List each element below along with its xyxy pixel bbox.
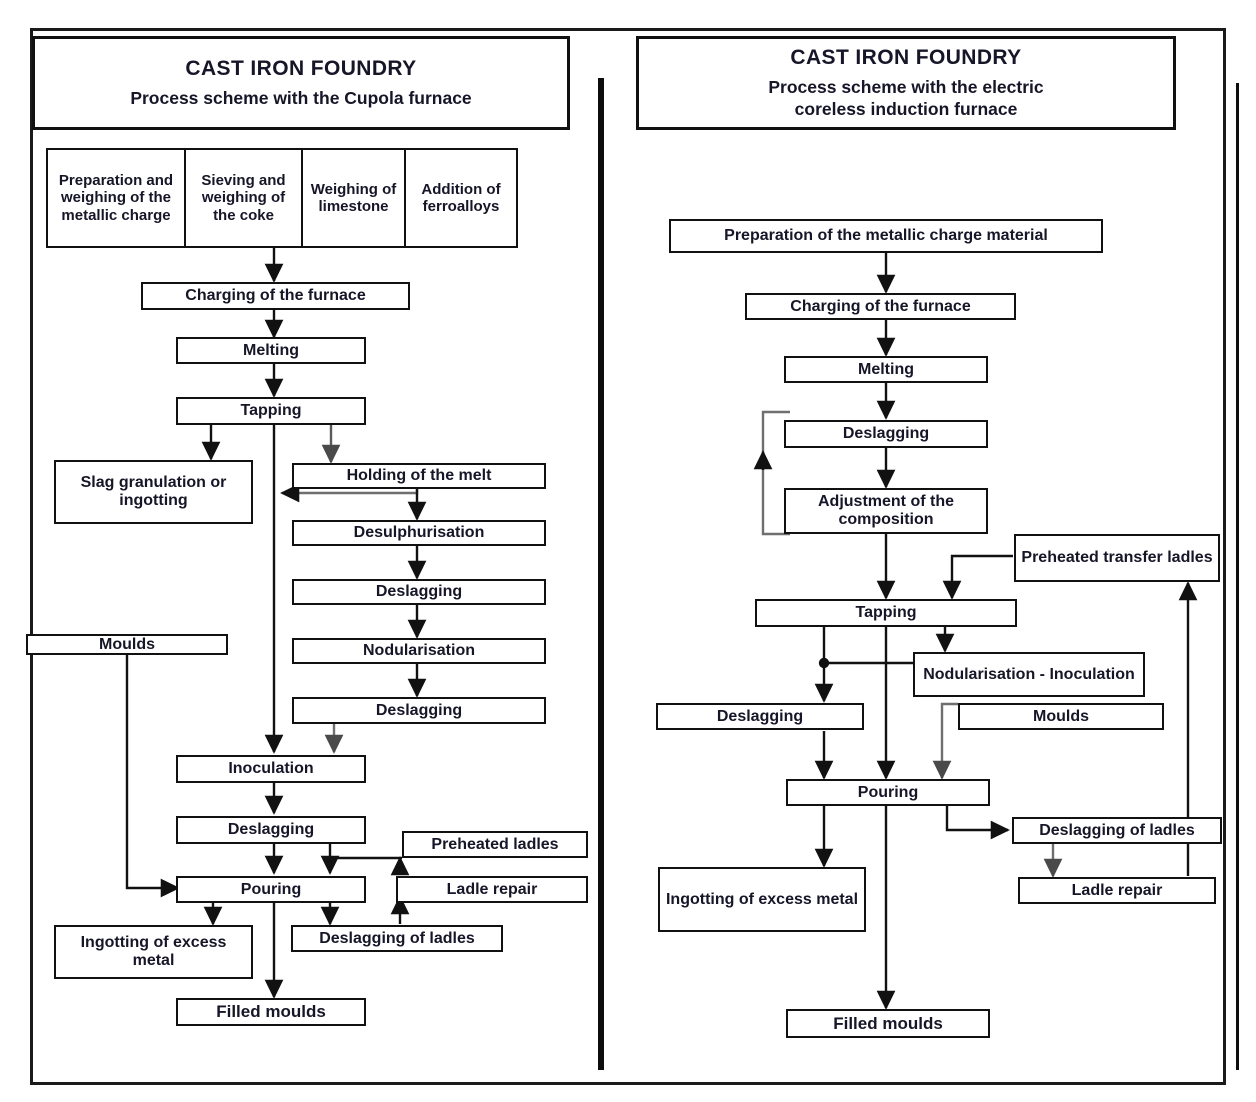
panel-divider <box>598 78 604 1070</box>
right-node-pouring[interactable]: Pouring <box>786 779 990 806</box>
left-node-desulphurisation[interactable]: Desulphurisation <box>292 520 546 546</box>
left-node-tapping[interactable]: Tapping <box>176 397 366 425</box>
left-node-deslagging-1[interactable]: Deslagging <box>292 579 546 605</box>
left-node-filled-moulds[interactable]: Filled moulds <box>176 998 366 1026</box>
right-node-tapping[interactable]: Tapping <box>755 599 1017 627</box>
right-node-deslagging-of-ladles[interactable]: Deslagging of ladles <box>1012 817 1222 844</box>
left-node-ladle-repair[interactable]: Ladle repair <box>396 876 588 903</box>
charge-cell-ferroalloys[interactable]: Addition of ferroalloys <box>404 148 518 248</box>
right-node-filled-moulds[interactable]: Filled moulds <box>786 1009 990 1038</box>
right-title-sub-line1: Process scheme with the electric <box>768 76 1044 97</box>
right-node-moulds[interactable]: Moulds <box>958 703 1164 730</box>
left-title-banner: CAST IRON FOUNDRY Process scheme with th… <box>32 36 570 130</box>
right-node-melting[interactable]: Melting <box>784 356 988 383</box>
right-node-nodularisation-inoculation[interactable]: Nodularisation - Inoculation <box>913 652 1145 697</box>
left-node-inoculation[interactable]: Inoculation <box>176 755 366 783</box>
charge-preparation-row: Preparation and weighing of the metallic… <box>46 148 518 248</box>
left-node-moulds[interactable]: Moulds <box>26 634 228 655</box>
charge-cell-limestone[interactable]: Weighing of limestone <box>301 148 406 248</box>
left-node-deslagging-2[interactable]: Deslagging <box>292 697 546 724</box>
left-node-preheated-ladles[interactable]: Preheated ladles <box>402 831 588 858</box>
right-title-sub-line2: coreless induction furnace <box>794 98 1018 119</box>
right-node-charging-of-the-furnace[interactable]: Charging of the furnace <box>745 293 1016 320</box>
charge-cell-metallic[interactable]: Preparation and weighing of the metallic… <box>46 148 186 248</box>
right-node-ingotting-of-excess-metal[interactable]: Ingotting of excess metal <box>658 867 866 932</box>
left-node-deslagging-of-ladles[interactable]: Deslagging of ladles <box>291 925 503 952</box>
right-node-ladle-repair[interactable]: Ladle repair <box>1018 877 1216 904</box>
charge-cell-coke[interactable]: Sieving and weighing of the coke <box>184 148 303 248</box>
left-title-sub: Process scheme with the Cupola furnace <box>130 87 472 108</box>
left-node-deslagging-3[interactable]: Deslagging <box>176 816 366 844</box>
right-edge-rule <box>1236 83 1239 1070</box>
right-node-preparation-of-charge-material[interactable]: Preparation of the metallic charge mater… <box>669 219 1103 253</box>
left-title-main: CAST IRON FOUNDRY <box>185 56 417 80</box>
left-node-pouring[interactable]: Pouring <box>176 876 366 903</box>
left-node-holding-of-the-melt[interactable]: Holding of the melt <box>292 463 546 489</box>
junction-dot <box>818 657 830 669</box>
outer-frame <box>30 28 1226 1085</box>
left-node-melting[interactable]: Melting <box>176 337 366 364</box>
left-node-ingotting-of-excess-metal[interactable]: Ingotting of excess metal <box>54 925 253 979</box>
right-node-deslagging-1[interactable]: Deslagging <box>784 420 988 448</box>
right-node-adjustment-of-the-composition[interactable]: Adjustment of the composition <box>784 488 988 534</box>
right-node-deslagging-2[interactable]: Deslagging <box>656 703 864 730</box>
left-node-slag-granulation-or-ingotting[interactable]: Slag granulation or ingotting <box>54 460 253 524</box>
left-node-nodularisation[interactable]: Nodularisation <box>292 638 546 664</box>
right-node-preheated-transfer-ladles[interactable]: Preheated transfer ladles <box>1014 534 1220 582</box>
right-title-banner: CAST IRON FOUNDRY Process scheme with th… <box>636 36 1176 130</box>
right-title-main: CAST IRON FOUNDRY <box>790 45 1022 69</box>
left-node-charging-of-the-furnace[interactable]: Charging of the furnace <box>141 282 410 310</box>
